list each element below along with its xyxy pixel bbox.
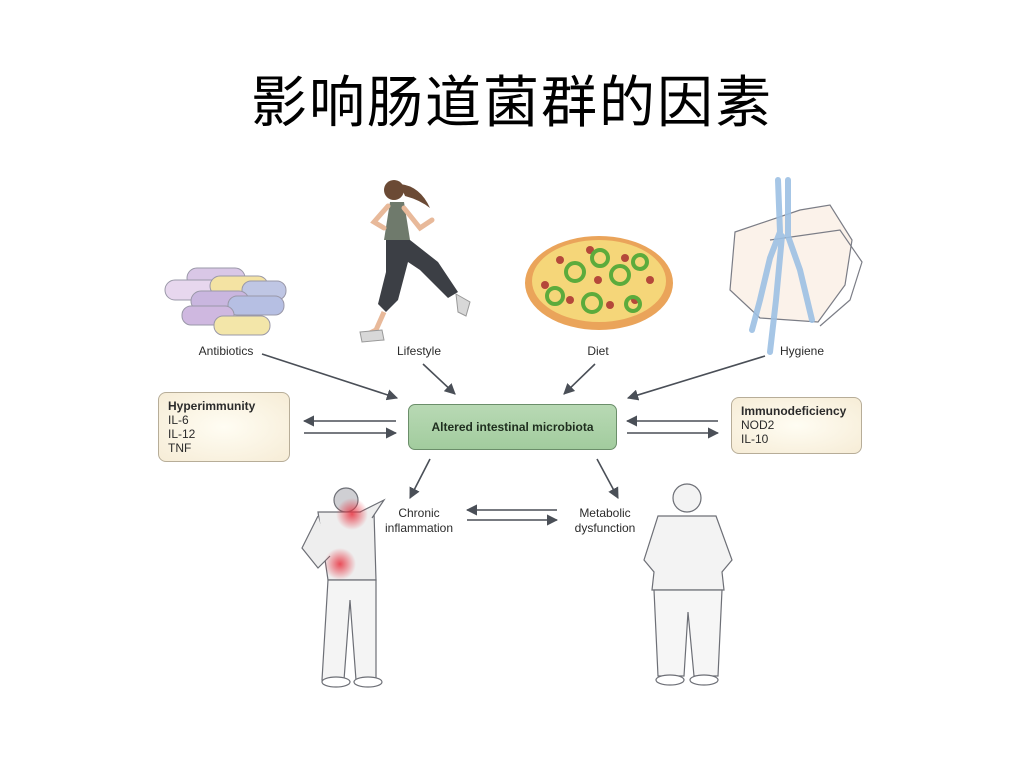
metabolic-line-2: dysfunction [574,521,636,535]
immunodeficiency-item: NOD2 [741,418,775,432]
chronic-line-1: Chronic [398,506,440,520]
hyperimmunity-title: Hyperimmunity [168,399,256,413]
hygiene-illustration [729,177,863,355]
altered-microbiota-label: Altered intestinal microbiota [431,420,594,434]
hyperimmunity-box: Hyperimmunity IL-6 IL-12 TNF [158,392,290,462]
antibiotics-illustration [164,267,287,336]
lifestyle-label: Lifestyle [396,344,442,358]
outcome-arrows [409,458,619,526]
chronic-line-2: inflammation [384,521,454,535]
immunodeficiency-item: IL-10 [741,432,769,446]
slide-title: 影响肠道菌群的因素 [251,71,773,136]
immune-arrows [302,415,720,439]
metabolic-line-1: Metabolic [579,506,631,520]
metabolic-dysfunction-label: Metabolic dysfunction [566,506,644,536]
runner-illustration [359,180,471,343]
hyperimmunity-item: TNF [168,441,192,455]
immunodeficiency-title: Immunodeficiency [741,404,847,418]
hygiene-label: Hygiene [779,344,825,358]
altered-microbiota-box: Altered intestinal microbiota [408,404,617,450]
factor-arrows [261,353,766,401]
immunodeficiency-box: Immunodeficiency NOD2 IL-10 [731,397,862,454]
obese-person-illustration [643,483,733,686]
hyperimmunity-item: IL-12 [168,427,196,441]
pizza-illustration [525,236,673,330]
chronic-inflammation-label: Chronic inflammation [376,506,462,536]
diet-label: Diet [587,344,609,358]
inflamed-person-illustration [301,487,386,688]
hyperimmunity-item: IL-6 [168,413,189,427]
antibiotics-label: Antibiotics [198,344,254,358]
